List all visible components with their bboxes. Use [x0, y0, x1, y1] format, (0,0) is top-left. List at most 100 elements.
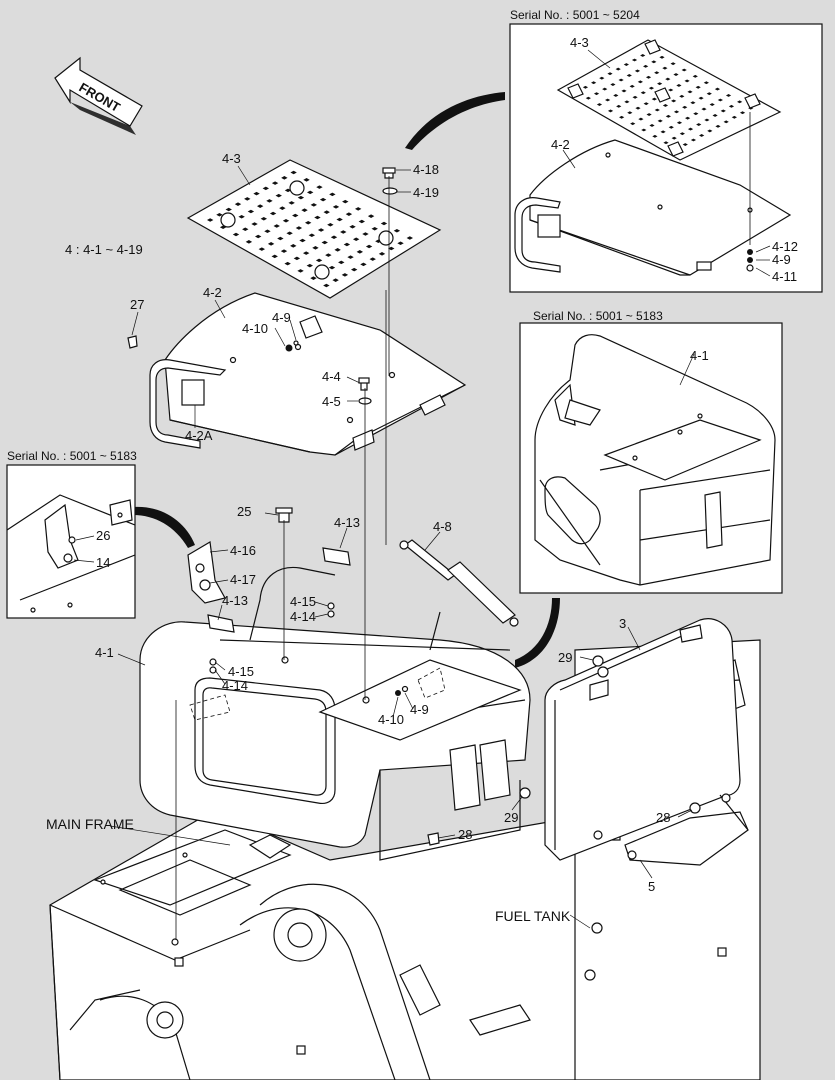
inset-mid-label-4-1: 4-1 — [690, 348, 709, 363]
inset-top-right: Serial No. : 5001 ~ 5204 — [509, 8, 823, 293]
fasteners — [127, 167, 604, 846]
mesh-hole — [253, 191, 260, 196]
label-4-4: 4-4 — [322, 369, 341, 384]
front-direction-arrow: FRONT — [54, 56, 143, 135]
mesh-hole — [627, 111, 633, 115]
mesh-hole — [323, 283, 330, 288]
mesh-hole — [671, 136, 677, 140]
mesh-hole — [271, 254, 278, 259]
assembly-note: 4 : 4-1 ~ 4-19 — [65, 242, 143, 257]
mesh-hole — [582, 85, 589, 89]
mesh-hole — [671, 99, 677, 103]
seat-stand-4-1 — [139, 566, 531, 861]
mesh-hole — [406, 236, 414, 240]
mesh-hole — [640, 54, 646, 57]
mesh-hole — [682, 105, 688, 109]
mesh-hole — [306, 263, 314, 268]
mesh-hole — [707, 129, 713, 133]
mesh-hole — [254, 234, 262, 239]
mesh-hole — [304, 220, 312, 225]
part-labels: 4-3 4-18 4-19 27 4-2 4-9 4-10 4-4 4-5 4-… — [95, 35, 798, 894]
mesh-hole — [648, 86, 655, 90]
mesh-hole — [310, 276, 317, 280]
mesh-hole — [659, 55, 665, 59]
label-4-1: 4-1 — [95, 645, 114, 660]
mesh-hole — [646, 113, 652, 116]
mesh-hole — [354, 207, 362, 211]
mesh-hole — [704, 118, 710, 122]
mesh-hole — [256, 204, 264, 208]
mesh-hole — [360, 262, 367, 267]
mesh-hole — [325, 253, 332, 257]
mesh-hole — [651, 97, 657, 101]
mesh-hole — [679, 132, 685, 136]
mesh-hole — [329, 192, 336, 197]
mesh-hole — [234, 202, 242, 206]
bracket-5 — [593, 793, 749, 866]
mesh-hole — [303, 178, 310, 182]
mesh-hole — [290, 170, 297, 175]
label-4-9-bottom: 4-9 — [410, 702, 429, 717]
label-4-14-right: 4-14 — [290, 609, 316, 624]
mesh-hole — [266, 199, 273, 203]
mesh-hole — [352, 237, 360, 242]
mesh-hole — [654, 108, 660, 112]
mesh-hole — [342, 199, 349, 204]
mesh-hole — [693, 112, 699, 116]
exploded-axis-lines — [175, 176, 390, 940]
bracket-4-16 — [187, 541, 226, 604]
mesh-hole — [687, 127, 694, 131]
mesh-hole — [607, 109, 614, 113]
mesh-hole — [631, 58, 638, 62]
mesh-hole — [632, 95, 638, 99]
mesh-hole — [657, 82, 663, 86]
mesh-hole — [293, 256, 301, 261]
mesh-hole — [599, 76, 605, 80]
mesh-hole — [638, 117, 644, 121]
mesh-hole — [695, 85, 701, 89]
mesh-hole — [299, 238, 306, 243]
mesh-hole — [310, 203, 318, 207]
mesh-hole — [696, 123, 702, 126]
mesh-hole — [635, 106, 641, 110]
mesh-hole — [676, 84, 682, 87]
inset-middle-serial: Serial No. : 5001 ~ 5183 — [533, 309, 663, 323]
mesh-hole — [687, 90, 693, 94]
mesh-hole — [260, 216, 268, 221]
mesh-hole — [316, 185, 323, 189]
mesh-hole — [341, 273, 349, 277]
mesh-hole — [319, 197, 327, 202]
mesh-hole — [685, 116, 691, 120]
mesh-hole — [315, 258, 323, 263]
mesh-hole — [591, 81, 597, 85]
mesh-hole — [668, 125, 674, 129]
mesh-hole — [292, 213, 299, 218]
label-25: 25 — [237, 504, 251, 519]
mesh-hole — [245, 240, 253, 244]
notes: 4 : 4-1 ~ 4-19 MAIN FRAME FUEL TANK — [46, 242, 571, 924]
mesh-hole — [690, 138, 697, 142]
mesh-hole — [607, 72, 613, 76]
mesh-hole — [306, 190, 314, 195]
side-cover-3 — [544, 618, 741, 861]
mesh-hole — [356, 250, 364, 254]
mesh-hole — [393, 228, 401, 233]
mesh-hole — [623, 63, 629, 66]
mesh-hole — [668, 88, 674, 92]
mesh-hole — [673, 73, 679, 76]
mesh-hole — [690, 101, 696, 105]
label-4-19: 4-19 — [413, 185, 439, 200]
mesh-hole — [258, 247, 266, 251]
mesh-hole — [280, 249, 288, 253]
mesh-hole — [684, 79, 690, 83]
mesh-hole — [334, 248, 341, 252]
mesh-hole — [602, 87, 608, 91]
mesh-hole — [637, 80, 643, 84]
mesh-hole — [728, 104, 735, 108]
mesh-hole — [332, 205, 340, 209]
label-4-13-top: 4-13 — [334, 515, 360, 530]
mesh-hole — [284, 261, 291, 266]
mesh-hole — [327, 222, 334, 227]
inset-top-label-4-11: 4-11 — [772, 269, 797, 284]
mesh-hole — [281, 176, 288, 180]
